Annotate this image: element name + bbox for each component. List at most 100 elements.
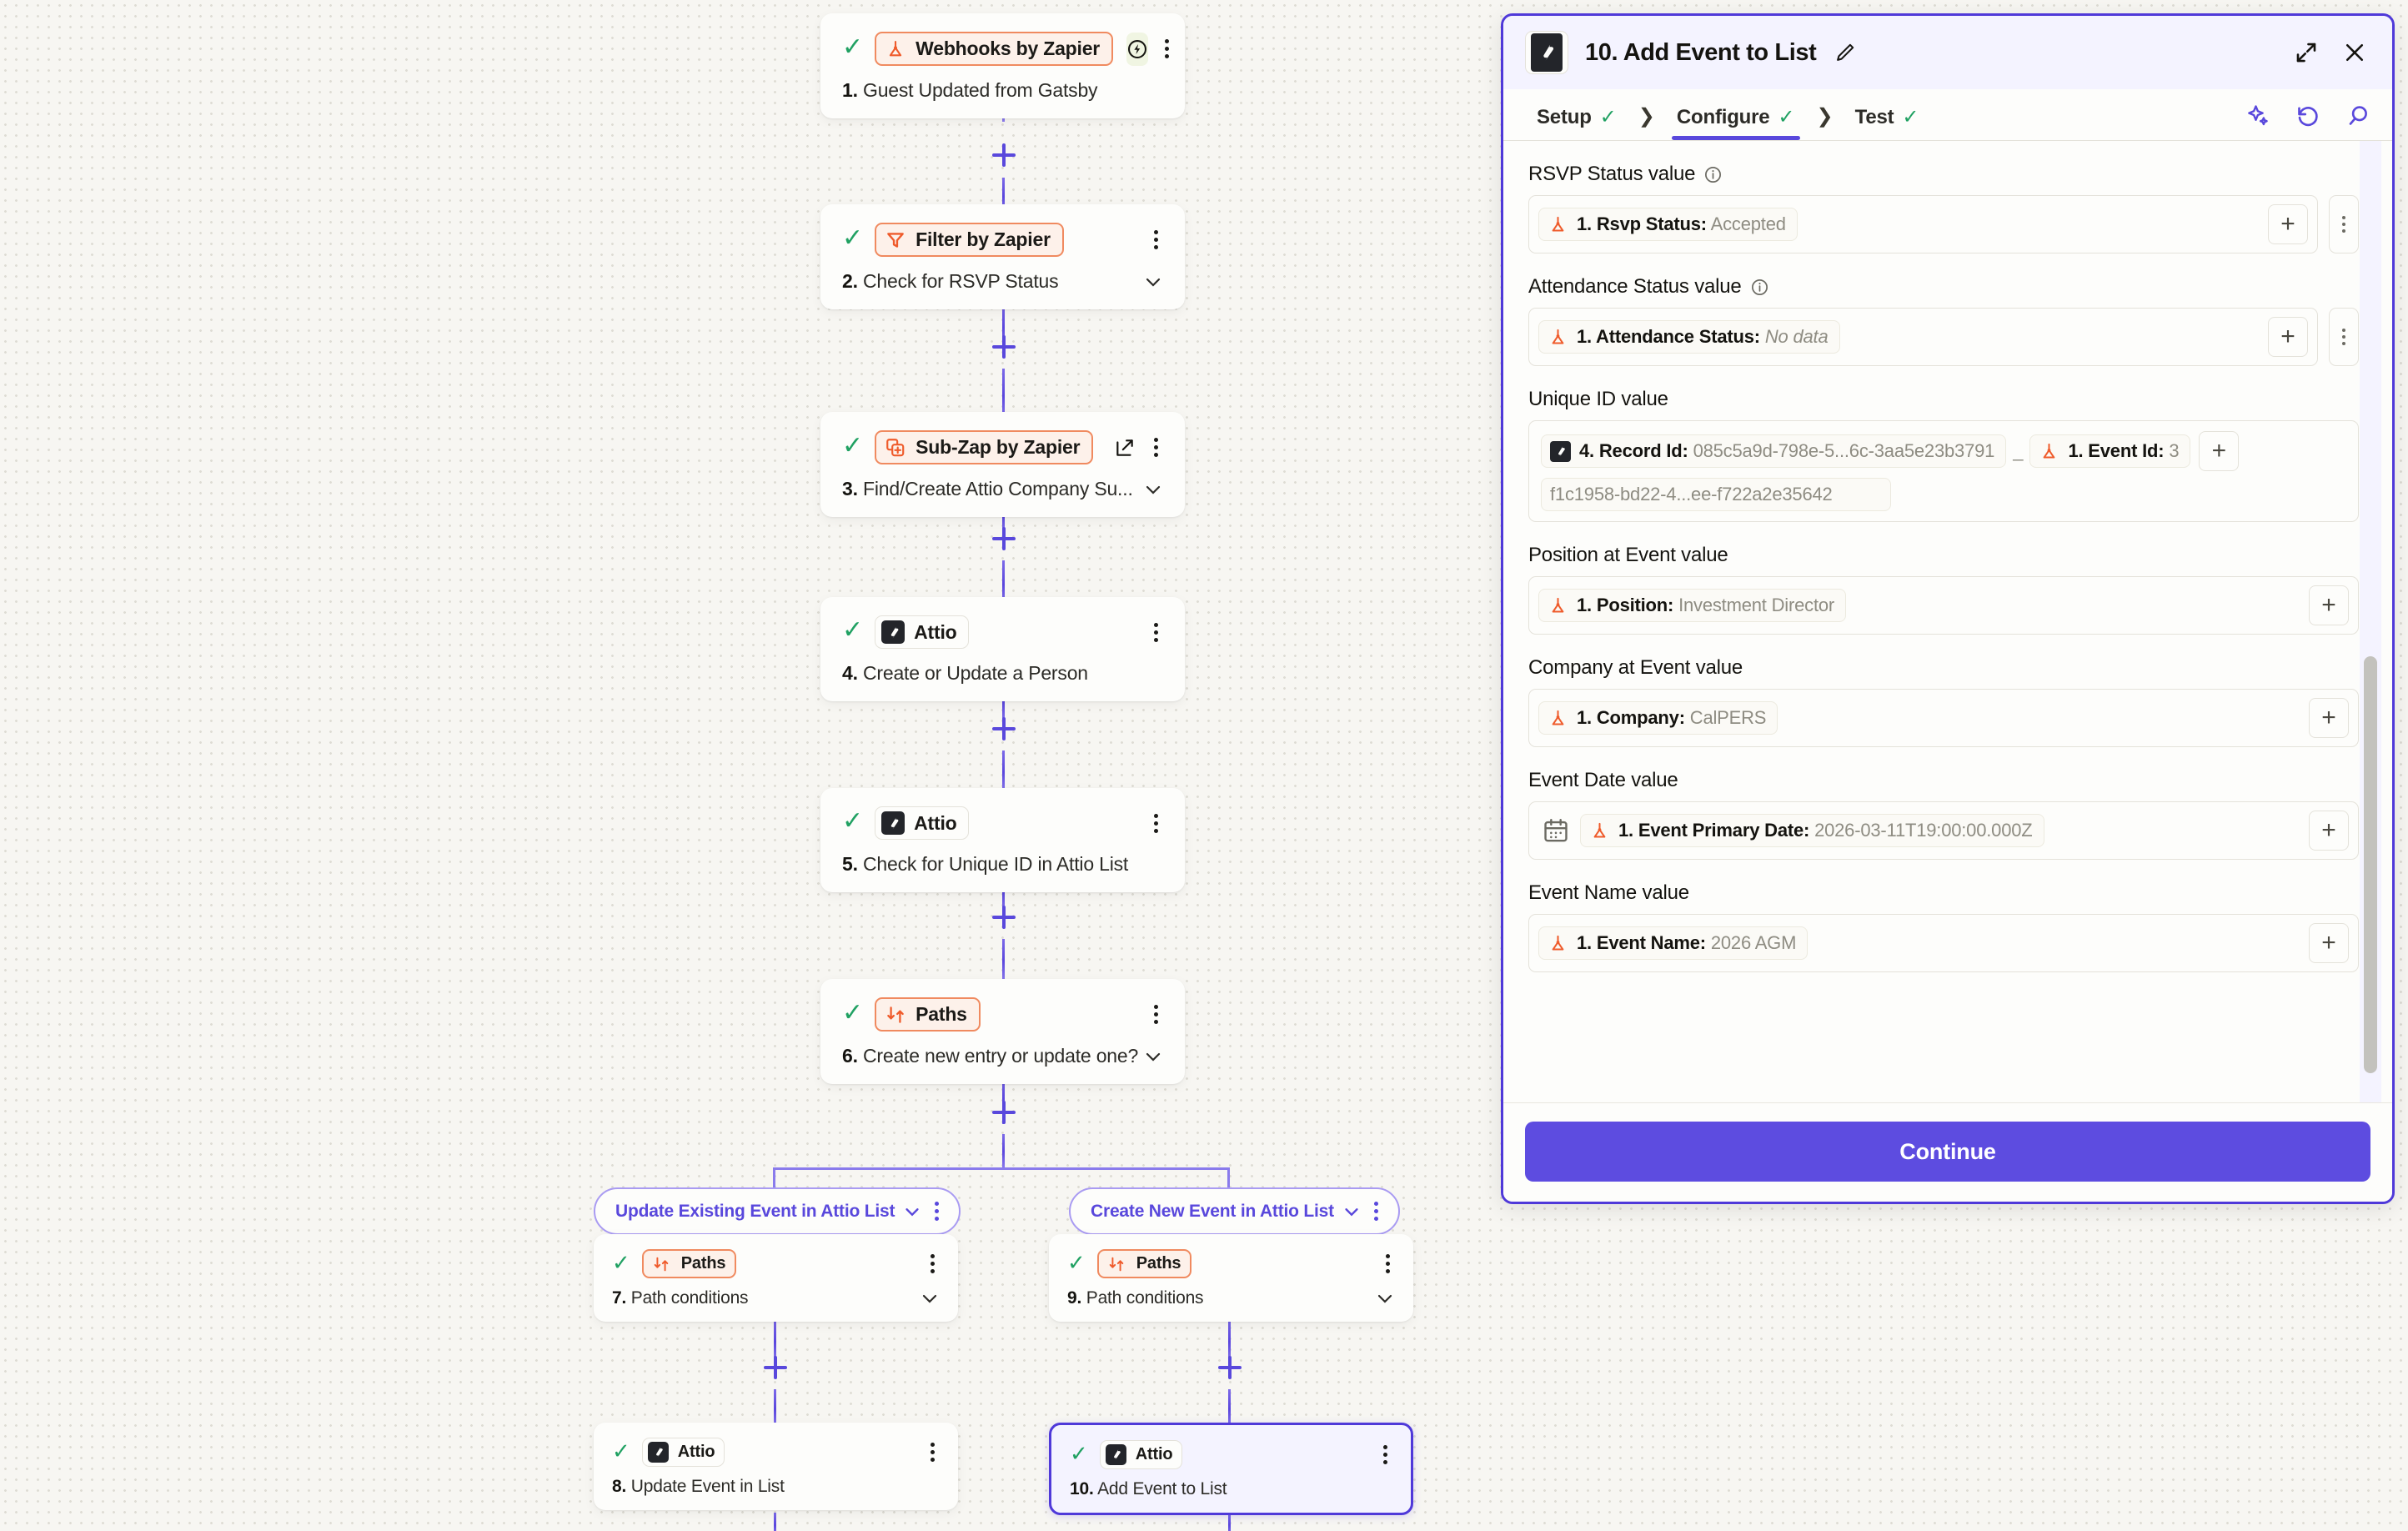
panel-title: 10. Add Event to List: [1585, 38, 1817, 66]
data-token[interactable]: 1. Attendance Status: No data: [1538, 320, 1840, 354]
chevron-down-icon[interactable]: [1375, 1288, 1395, 1308]
panel-scrollbar[interactable]: [2360, 141, 2381, 1102]
add-step-button-1[interactable]: [992, 143, 1016, 167]
node-options-button[interactable]: [1378, 1443, 1392, 1467]
path-options-button[interactable]: [1369, 1199, 1383, 1223]
chevron-down-icon[interactable]: [1143, 272, 1163, 292]
node-options-button[interactable]: [1149, 620, 1163, 645]
chevron-down-icon[interactable]: [1342, 1202, 1361, 1221]
node-options-button[interactable]: [1149, 228, 1163, 252]
app-chip[interactable]: Filter by Zapier: [875, 223, 1064, 257]
data-token-continuation[interactable]: f1c1958-bd22-4...ee-f722a2e35642: [1541, 478, 1891, 511]
workflow-node-10[interactable]: ✓ Attio 10. Add Event to List: [1049, 1423, 1413, 1515]
insert-data-button[interactable]: +: [2309, 698, 2349, 738]
position-input[interactable]: 1. Position: Investment Director +: [1528, 576, 2359, 635]
add-step-button-5[interactable]: [992, 906, 1016, 929]
app-chip[interactable]: Webhooks by Zapier: [875, 32, 1114, 66]
workflow-node-3[interactable]: ✓ Sub-Zap by Zapier 3. Find/Create Attio…: [820, 412, 1185, 517]
field-label: Event Date value: [1528, 769, 1678, 791]
node-options-button[interactable]: [1149, 435, 1163, 459]
field-options-button[interactable]: [2329, 195, 2359, 253]
tab-configure[interactable]: Configure ✓: [1665, 106, 1807, 140]
data-token[interactable]: 1. Event Id: 3: [2029, 434, 2191, 468]
add-step-button-6[interactable]: [992, 1101, 1016, 1124]
scrollbar-thumb[interactable]: [2364, 656, 2377, 1073]
app-chip[interactable]: Attio: [1099, 1440, 1183, 1469]
info-icon[interactable]: [1750, 278, 1769, 297]
insert-data-button[interactable]: +: [2309, 923, 2349, 963]
pencil-icon[interactable]: [1834, 42, 1856, 63]
node-footer: 10. Add Event to List: [1070, 1479, 1392, 1499]
field-options-button[interactable]: [2329, 308, 2359, 366]
node-footer: 2. Check for RSVP Status: [842, 270, 1163, 293]
zapier-icon: [889, 40, 902, 56]
expand-icon[interactable]: [2294, 40, 2319, 65]
tab-test[interactable]: Test ✓: [1844, 106, 1931, 140]
insert-data-button[interactable]: +: [2268, 204, 2308, 244]
tab-setup[interactable]: Setup ✓: [1525, 106, 1628, 140]
insert-data-button[interactable]: +: [2309, 585, 2349, 625]
revert-icon[interactable]: [2295, 103, 2320, 128]
chevron-down-icon[interactable]: [903, 1202, 921, 1221]
chevron-down-icon[interactable]: [1143, 1047, 1163, 1067]
connector-10-down: [1228, 1513, 1231, 1531]
continue-button[interactable]: Continue: [1525, 1122, 2370, 1182]
rsvp-status-input[interactable]: 1. Rsvp Status: Accepted +: [1528, 195, 2318, 253]
insert-data-button[interactable]: +: [2268, 317, 2308, 357]
workflow-node-7[interactable]: ✓ Paths 7. Path conditions: [594, 1234, 958, 1322]
node-options-button[interactable]: [1160, 37, 1174, 61]
app-chip[interactable]: Sub-Zap by Zapier: [875, 430, 1094, 464]
insert-data-button[interactable]: +: [2309, 811, 2349, 851]
add-step-button-3[interactable]: [992, 527, 1016, 550]
data-token[interactable]: 1. Position: Investment Director: [1538, 589, 1847, 622]
node-options-button[interactable]: [926, 1440, 940, 1464]
connector-2-3: [1002, 300, 1005, 355]
workflow-node-2[interactable]: ✓ Filter by Zapier 2. Check for RSVP Sta…: [820, 204, 1185, 309]
add-step-button-7[interactable]: [764, 1356, 787, 1379]
workflow-node-4[interactable]: ✓ Attio 4. Create or Update a Person: [820, 597, 1185, 701]
node-options-button[interactable]: [1381, 1252, 1395, 1276]
add-step-button-9[interactable]: [1218, 1356, 1242, 1379]
workflow-node-5[interactable]: ✓ Attio 5. Check for Unique ID in Attio …: [820, 788, 1185, 892]
unique-id-input[interactable]: 4. Record Id: 085c5a9d-798e-5...6c-3aa5e…: [1528, 420, 2359, 522]
app-chip[interactable]: Paths: [641, 1249, 737, 1278]
chevron-down-icon[interactable]: [920, 1288, 940, 1308]
node-options-button[interactable]: [1149, 1002, 1163, 1027]
add-step-button-2[interactable]: [992, 335, 1016, 359]
data-token[interactable]: 1. Company: CalPERS: [1538, 701, 1778, 735]
calendar-icon[interactable]: [1542, 816, 1570, 845]
path-pill-update-existing[interactable]: Update Existing Event in Attio List: [594, 1187, 961, 1235]
data-token[interactable]: 1. Event Name: 2026 AGM: [1538, 926, 1809, 960]
open-external-icon[interactable]: [1114, 437, 1136, 459]
connector-4-5b: [1002, 750, 1005, 794]
event-name-input[interactable]: 1. Event Name: 2026 AGM +: [1528, 914, 2359, 972]
path-options-button[interactable]: [930, 1199, 944, 1223]
app-chip[interactable]: Attio: [875, 615, 969, 649]
add-step-button-4[interactable]: [992, 717, 1016, 740]
info-icon[interactable]: [1703, 165, 1723, 184]
data-token[interactable]: 1. Rsvp Status: Accepted: [1538, 208, 1798, 241]
workflow-node-1[interactable]: ✓ Webhooks by Zapier 1. Guest Updated fr…: [820, 13, 1185, 118]
chevron-down-icon[interactable]: [1143, 479, 1163, 499]
app-chip[interactable]: Attio: [641, 1438, 725, 1467]
attendance-status-input[interactable]: 1. Attendance Status: No data +: [1528, 308, 2318, 366]
event-date-input[interactable]: 1. Event Primary Date: 2026-03-11T19:00:…: [1528, 801, 2359, 860]
workflow-node-9[interactable]: ✓ Paths 9. Path conditions: [1049, 1234, 1413, 1322]
ai-sparkle-icon[interactable]: [2245, 103, 2270, 128]
branch-horizontal: [773, 1167, 1230, 1170]
close-icon[interactable]: [2342, 40, 2367, 65]
app-chip[interactable]: Paths: [875, 997, 981, 1032]
node-options-button[interactable]: [926, 1252, 940, 1276]
data-token[interactable]: 1. Event Primary Date: 2026-03-11T19:00:…: [1580, 814, 2044, 847]
company-input[interactable]: 1. Company: CalPERS +: [1528, 689, 2359, 747]
node-options-button[interactable]: [1149, 811, 1163, 836]
path-pill-create-new[interactable]: Create New Event in Attio List: [1069, 1187, 1400, 1235]
search-icon[interactable]: [2345, 103, 2370, 128]
app-chip[interactable]: Paths: [1096, 1249, 1192, 1278]
workflow-node-6[interactable]: ✓ Paths 6. Create new entry or update on…: [820, 979, 1185, 1084]
branch-right-drop: [1227, 1167, 1230, 1205]
workflow-node-8[interactable]: ✓ Attio 8. Update Event in List: [594, 1423, 958, 1510]
data-token[interactable]: 4. Record Id: 085c5a9d-798e-5...6c-3aa5e…: [1541, 434, 2007, 468]
app-chip[interactable]: Attio: [875, 806, 969, 840]
insert-data-button[interactable]: +: [2199, 431, 2240, 471]
